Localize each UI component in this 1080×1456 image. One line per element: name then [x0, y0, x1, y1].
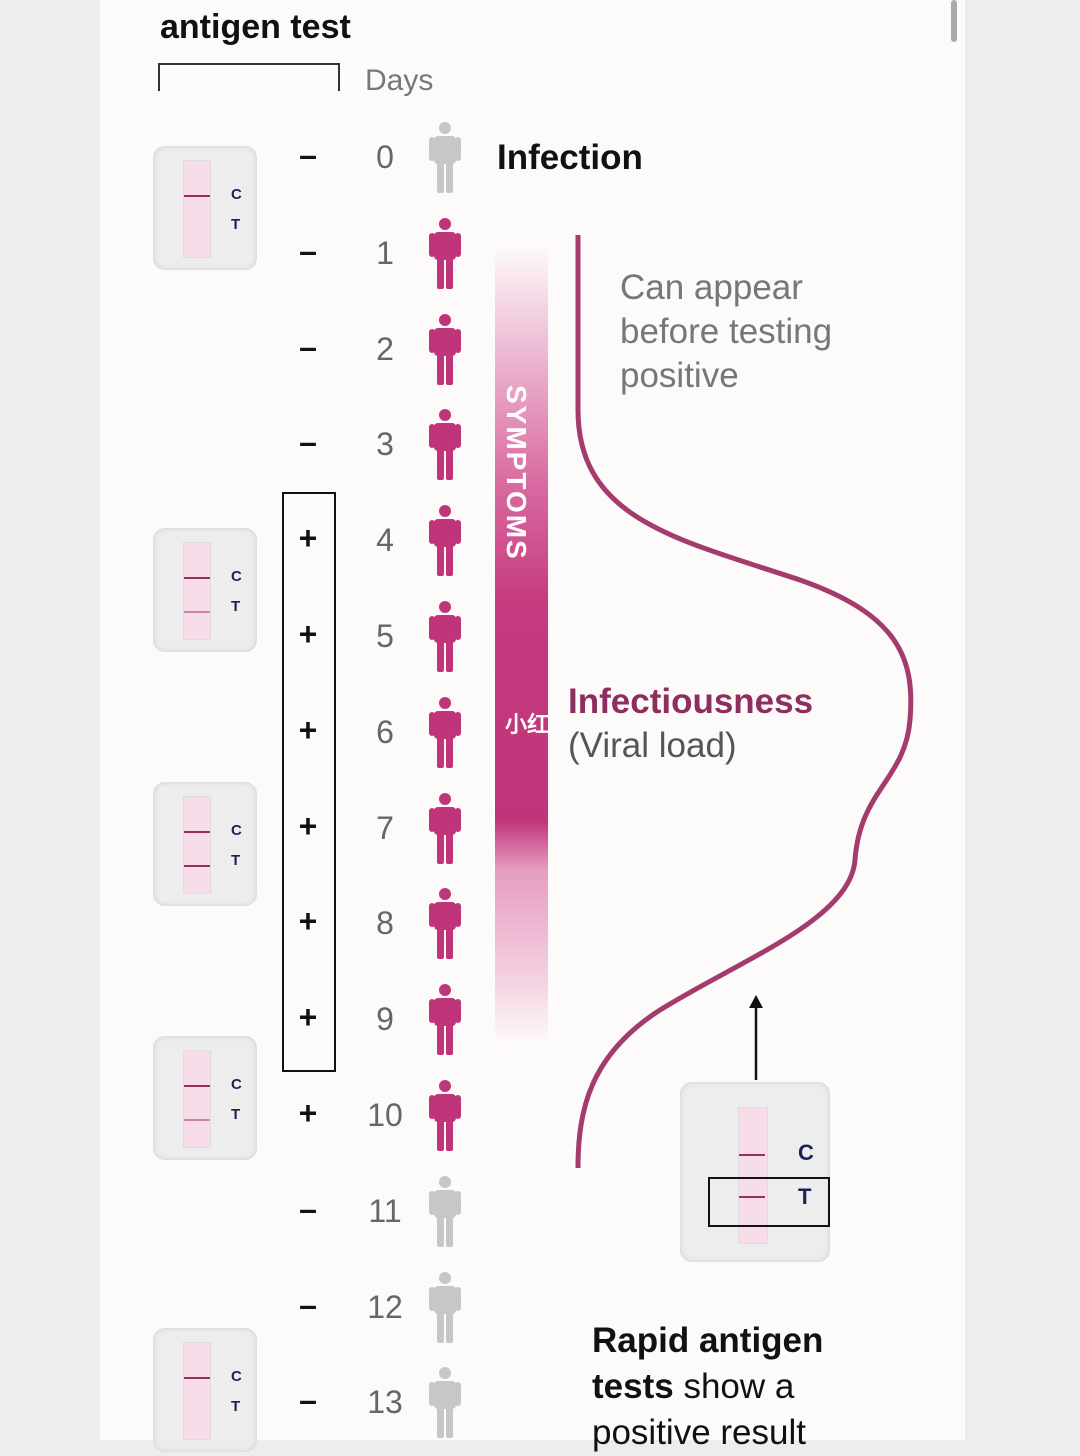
person-icon	[428, 313, 462, 385]
day-number: 6	[376, 713, 394, 750]
test-result-sign: +	[298, 711, 318, 748]
test-result-sign: +	[298, 999, 318, 1036]
day-number: 13	[367, 1384, 403, 1421]
person-icon	[428, 408, 462, 481]
day-number: 0	[376, 139, 394, 175]
day-number: 9	[376, 1001, 394, 1038]
day-number: 7	[376, 809, 394, 846]
title: antigen test	[160, 8, 351, 46]
person-icon	[428, 1271, 462, 1343]
day-number: 11	[368, 1192, 402, 1229]
test-result-sign: +	[298, 520, 318, 557]
test-result-sign: +	[298, 616, 318, 652]
person-icon	[428, 217, 462, 289]
curve-line	[575, 235, 914, 1169]
test-result-sign: –	[299, 328, 317, 365]
test-result-sign: –	[299, 232, 317, 269]
test-result-sign: –	[299, 1382, 317, 1419]
person-icon	[428, 792, 462, 864]
person-icon	[428, 1079, 462, 1151]
bottom-caption: Rapid antigen tests show a positive resu…	[592, 1321, 824, 1452]
day-number: 4	[376, 522, 394, 559]
t-line-highlight-box	[708, 1177, 830, 1227]
test-result-sign: +	[298, 807, 318, 844]
watermark: 小红	[505, 712, 550, 737]
person-icon	[428, 121, 462, 193]
test-result-sign: –	[299, 137, 317, 173]
infectiousness-label: Infectiousness	[568, 682, 814, 721]
positive-range-box	[282, 492, 336, 1072]
days-label: Days	[365, 64, 434, 97]
day-number: 1	[376, 234, 394, 271]
person-icon	[428, 1366, 462, 1439]
scrollbar[interactable]	[951, 0, 957, 42]
day-number: 5	[376, 618, 394, 654]
person-icon	[428, 504, 462, 577]
test-column-bracket	[158, 63, 340, 91]
day-number: 2	[376, 330, 394, 367]
viral-load-label: (Viral load)	[568, 726, 737, 765]
person-icon	[428, 600, 462, 672]
test-result-sign: –	[299, 1190, 317, 1227]
arrow-head-icon	[749, 995, 763, 1008]
test-result-sign: –	[299, 1286, 317, 1323]
person-icon	[428, 696, 462, 768]
person-icon	[428, 1175, 462, 1247]
day-number: 8	[376, 905, 394, 942]
person-icon	[428, 983, 462, 1056]
appear-note: Can appear before testing positive	[620, 268, 833, 395]
day-number: 3	[376, 426, 394, 463]
day-number: 10	[367, 1097, 403, 1133]
day-number: 12	[367, 1288, 403, 1325]
test-result-sign: +	[298, 903, 318, 940]
test-result-sign: +	[298, 1095, 318, 1131]
person-icon	[428, 887, 462, 960]
test-result-sign: –	[299, 424, 317, 461]
infection-label: Infection	[497, 138, 643, 177]
symptoms-bar	[495, 245, 548, 1045]
symptoms-label: SYMPTOMS	[501, 385, 532, 561]
